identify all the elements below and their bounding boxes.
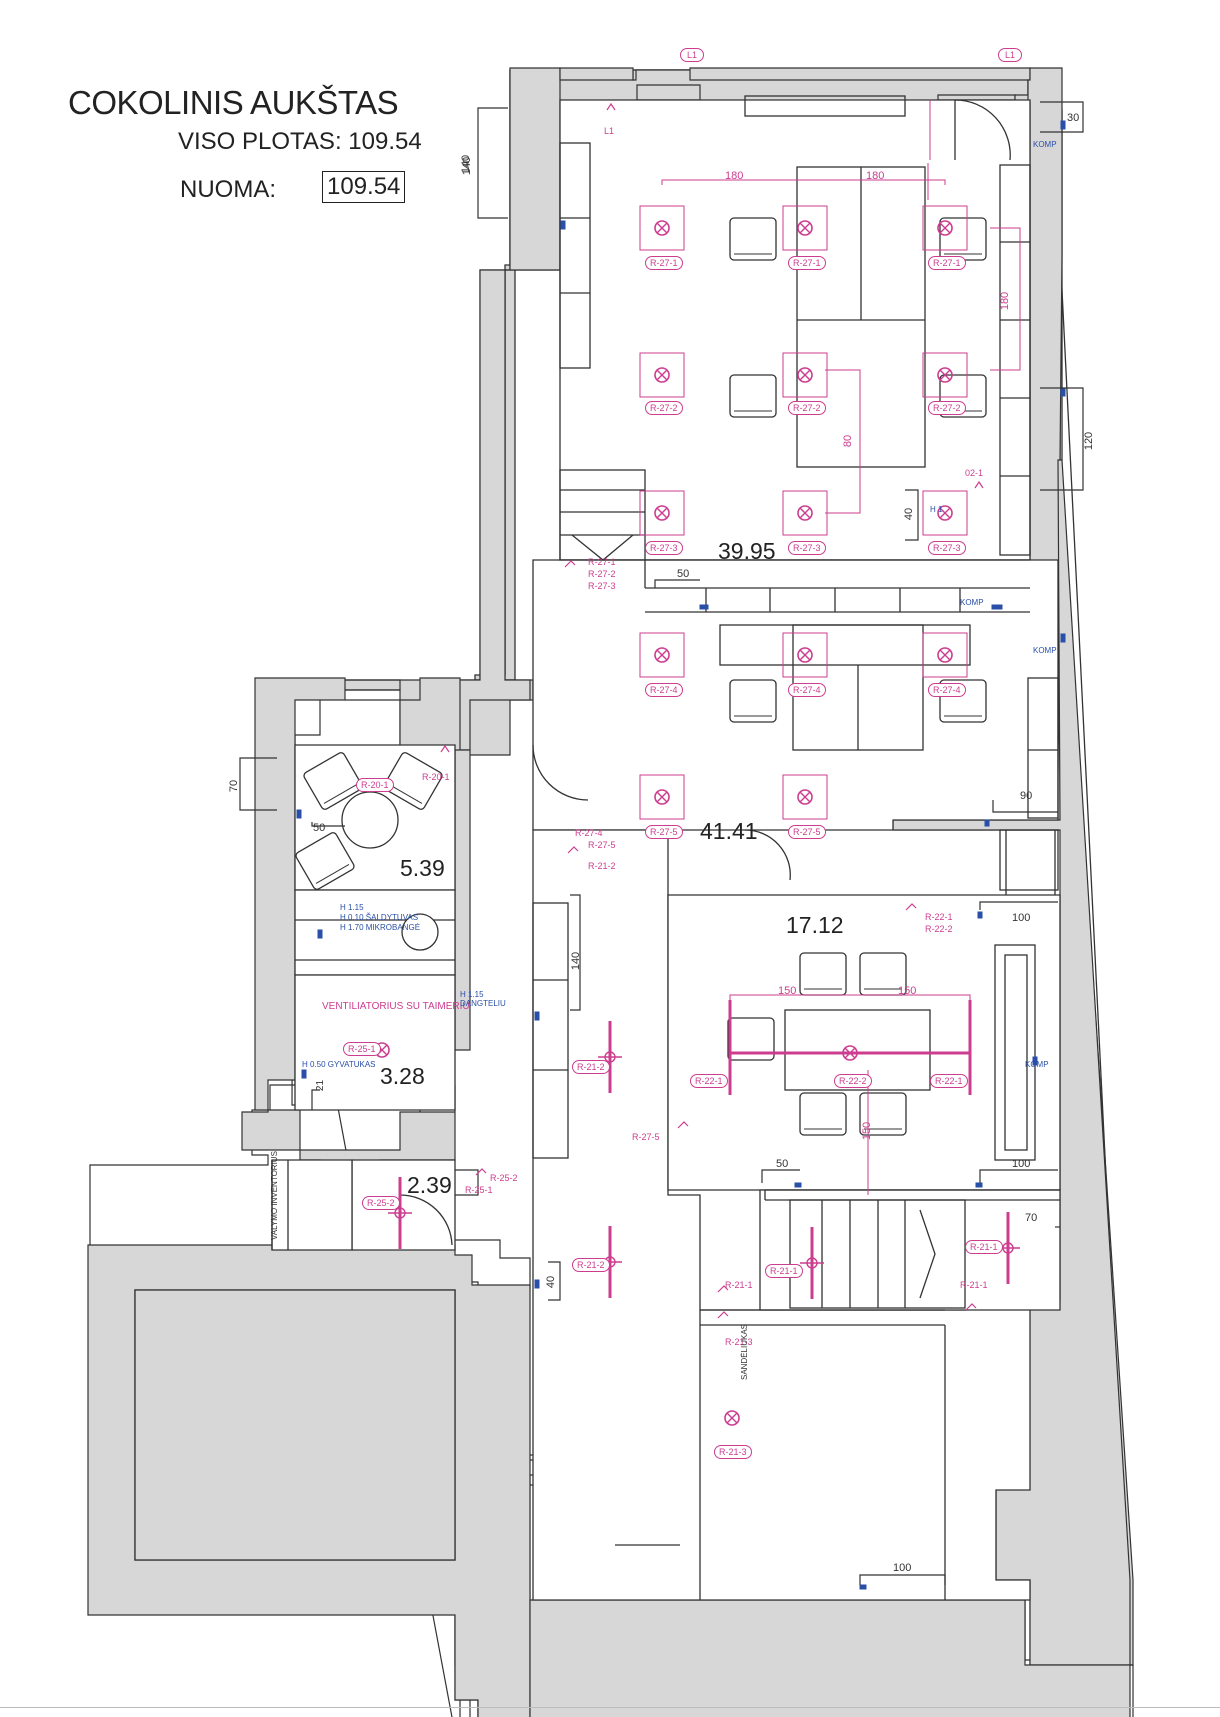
dim-label: 70 — [228, 779, 241, 793]
dim-label: 30 — [1067, 112, 1080, 124]
fixture-code: R-27-4 — [788, 683, 826, 697]
light-fixtures — [374, 100, 1022, 1426]
fixture-code: R-21-2 — [572, 1060, 610, 1074]
switch-label: R-25-2 — [490, 1173, 518, 1183]
microwave-label: H 1.70 MIKROBANGĖ — [340, 923, 421, 932]
switch-label: R-27-4 — [575, 828, 603, 838]
fixture-code: R-22-1 — [930, 1074, 968, 1088]
dim-label: 120 — [1083, 431, 1096, 451]
room-area-39-95: 39.95 — [718, 538, 776, 564]
dim-label: 150 — [861, 1121, 874, 1141]
fixture-code: R-21-1 — [965, 1240, 1003, 1254]
dim-label: 80 — [842, 434, 855, 448]
fixture-code: R-27-3 — [928, 541, 966, 555]
switch-label: 02-1 — [965, 468, 984, 478]
fixture-code: R-27-2 — [645, 401, 683, 415]
dim-label: 50 — [313, 822, 326, 834]
room-area-41-41: 41.41 — [700, 818, 758, 844]
switch-label: R-27-3 — [588, 581, 616, 591]
dim-label: 40 — [545, 1275, 558, 1289]
switch-label: R-21-1 — [960, 1280, 988, 1290]
dim-label: 40 — [903, 507, 916, 521]
switch-label: R-27-5 — [588, 840, 616, 850]
dim-label: 150 — [898, 985, 917, 997]
dim-label: 90 — [1020, 790, 1033, 802]
fixture-code: R-27-3 — [788, 541, 826, 555]
komp-label: KOMP — [1033, 140, 1057, 149]
total-area-label: VISO PLOTAS: 109.54 — [178, 128, 422, 155]
switch-label: R-22-1 — [925, 912, 953, 922]
fixture-code: R-27-1 — [788, 256, 826, 270]
fixture-code: R-27-5 — [788, 825, 826, 839]
callout-l1: L1 — [680, 48, 705, 62]
fixture-code: R-25-1 — [343, 1042, 381, 1056]
ventilation-label: VENTILIATORIUS SU TAIMERIU — [322, 1001, 470, 1012]
switch-label: R-21-2 — [588, 861, 616, 871]
page-rule — [0, 1707, 1220, 1708]
fixture-code: R-27-1 — [928, 256, 966, 270]
cleaning-closet-label: VALYMO INVENTORIUS — [270, 1151, 279, 1240]
dim-label: 50 — [677, 568, 690, 580]
dim-label: 140 — [460, 154, 473, 174]
fixture-code: R-22-1 — [690, 1074, 728, 1088]
dim-label: 21 — [315, 1079, 327, 1092]
switch-label: R-27-5 — [632, 1132, 660, 1142]
dim-label: 100 — [1012, 912, 1031, 924]
dim-label: 50 — [776, 1158, 789, 1170]
fridge-label: H 0.10 ŠALDYTUVAS — [340, 913, 419, 922]
height-label: H 1.15 — [340, 903, 364, 912]
rent-label: NUOMA: — [180, 176, 276, 203]
switch-label: R-27-1 — [588, 557, 616, 567]
switch-label-l1: L1 — [604, 126, 615, 136]
plan-title: COKOLINIS AUKŠTAS — [68, 84, 399, 121]
lid-label: H 1.15 DANGTELIU — [460, 990, 506, 1008]
fixture-code: R-27-5 — [645, 825, 683, 839]
switch-symbols — [440, 102, 984, 1319]
switch-label: R-27-2 — [588, 569, 616, 579]
room-area-5-39: 5.39 — [400, 855, 445, 881]
rent-value-box: 109.54 — [322, 171, 406, 203]
storage-label: SANDĖLIUKAS — [740, 1323, 749, 1380]
komp-label: KOMP — [960, 598, 984, 607]
komp-label: KOMP — [1033, 646, 1057, 655]
electric-markers — [296, 120, 1066, 1590]
dim-label: 180 — [999, 291, 1012, 311]
dimension-lines — [239, 101, 1084, 1585]
room-area-3-28: 3.28 — [380, 1063, 425, 1089]
partition-lines — [134, 95, 1060, 1600]
room-area-2-39: 2.39 — [407, 1172, 452, 1198]
fixture-code: R-25-2 — [362, 1196, 400, 1210]
dim-label: 70 — [1025, 1212, 1038, 1224]
fixture-code: R-20-1 — [356, 778, 394, 792]
fixture-code: R-27-2 — [928, 401, 966, 415]
dim-label: 150 — [778, 985, 797, 997]
fixture-code: R-27-3 — [645, 541, 683, 555]
fixture-code: R-27-2 — [788, 401, 826, 415]
switch-code: R-20-1 — [422, 772, 450, 782]
switch-label: R-21-3 — [725, 1337, 753, 1347]
fixture-code: R-21-1 — [765, 1264, 803, 1278]
fixture-code: R-22-2 — [834, 1074, 872, 1088]
switch-label: R-21-1 — [725, 1280, 753, 1290]
komp-label: KOMP — [1025, 1060, 1049, 1069]
towel-heater-label: H 0.50 GYVATUKAS — [302, 1060, 376, 1069]
fixture-code: R-27-1 — [645, 256, 683, 270]
fixture-code: R-27-4 — [645, 683, 683, 697]
callout-l1: L1 — [998, 48, 1023, 62]
fixture-code: R-21-3 — [714, 1445, 752, 1459]
switch-label: R-25-1 — [465, 1185, 493, 1195]
room-area-17-12: 17.12 — [786, 912, 844, 938]
fixture-code: R-27-4 — [928, 683, 966, 697]
fixture-code: R-21-2 — [572, 1258, 610, 1272]
dim-label: 100 — [893, 1562, 912, 1574]
height-label: H 1 — [930, 505, 943, 514]
dim-label: 180 — [725, 170, 744, 182]
dim-label: 100 — [1012, 1158, 1031, 1170]
dim-label: 180 — [866, 170, 885, 182]
switch-label: R-22-2 — [925, 924, 953, 934]
chairs — [293, 217, 987, 1136]
dim-label: 140 — [570, 951, 583, 971]
